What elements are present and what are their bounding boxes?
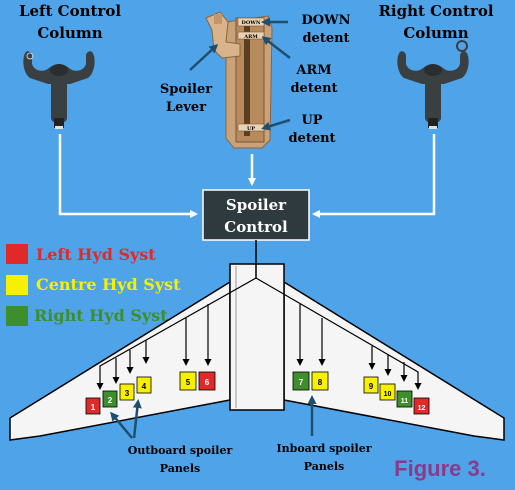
outboard-arrow-1	[110, 411, 133, 439]
panel-7-number: 7	[299, 378, 304, 387]
right-column-label-line1: Right Control	[378, 2, 493, 20]
spoiler-panel-1: 1	[85, 397, 101, 415]
spoiler-lever-arrow	[189, 43, 219, 71]
legend-label-right: Right Hyd Syst	[34, 306, 168, 325]
left-column-to-control-arrow	[58, 134, 198, 218]
spoiler-panel-6: 6	[198, 371, 216, 391]
spoiler-panel-9: 9	[363, 376, 379, 394]
spoiler-panel-3: 3	[119, 383, 135, 401]
outboard-label-line1: Outboard spoiler	[128, 444, 233, 457]
panel-10-number: 10	[384, 391, 392, 398]
panel-1-number: 1	[91, 403, 96, 412]
spoiler-panel-5: 5	[179, 371, 197, 391]
legend-label-left: Left Hyd Syst	[36, 245, 156, 264]
spoiler-panel-12: 12	[413, 397, 430, 415]
panel-3-number: 3	[125, 389, 130, 398]
spoiler-control-label-line2: Control	[224, 218, 288, 236]
down-detent-label-line1: DOWN	[301, 13, 350, 28]
right-wing	[283, 280, 505, 441]
legend-swatch-right	[6, 306, 28, 326]
spoiler-panel-11: 11	[396, 390, 413, 408]
legend-label-centre: Centre Hyd Syst	[36, 275, 181, 294]
right-column-label-line2: Column	[403, 24, 468, 42]
up-detent-label-line2: detent	[288, 131, 335, 146]
spoiler-panel-10: 10	[379, 383, 396, 401]
legend-swatch-left	[6, 244, 28, 264]
left-column-label-line2: Column	[37, 24, 102, 42]
legend-swatch-centre	[6, 275, 28, 295]
panel-11-number: 11	[401, 398, 409, 405]
panel-4-number: 4	[142, 382, 147, 391]
left-column-label-line1: Left Control	[19, 2, 121, 20]
right-distribution-lines	[255, 277, 422, 390]
spoiler-lever-label-line2: Lever	[166, 100, 206, 115]
right-column-to-control-arrow	[312, 134, 436, 218]
outboard-arrow-2	[132, 399, 142, 439]
panel-12-number: 12	[418, 405, 426, 412]
down-detent-label-line2: detent	[302, 31, 349, 46]
arm-detent-arrow	[261, 36, 291, 59]
outboard-label-line2: Panels	[160, 462, 200, 475]
spoiler-panel-7: 7	[292, 371, 310, 391]
panel-2-number: 2	[108, 396, 113, 405]
panel-8-number: 8	[318, 378, 323, 387]
panel-6-number: 6	[205, 378, 210, 387]
inboard-label-line2: Panels	[304, 460, 344, 473]
figure-label: Figure 3.	[394, 456, 486, 481]
spoiler-control-label-line1: Spoiler	[226, 196, 287, 214]
left-distribution-lines	[96, 277, 257, 390]
panel-5-number: 5	[186, 378, 191, 387]
panel-9-number: 9	[369, 382, 374, 391]
lever-down-mark: DOWN	[242, 20, 261, 26]
arm-detent-label-line2: detent	[290, 81, 337, 96]
inboard-label-line1: Inboard spoiler	[277, 442, 372, 455]
spoiler-panel-2: 2	[102, 390, 118, 408]
left-control-column-icon	[23, 51, 95, 129]
fuselage	[229, 263, 285, 411]
spoiler-lever-label-line1: Spoiler	[160, 82, 212, 97]
up-detent-arrow	[261, 118, 291, 131]
lever-arm-mark: ARM	[243, 34, 258, 40]
right-control-column-icon	[397, 40, 469, 129]
spoiler-panel-4: 4	[136, 376, 152, 394]
up-detent-label-line1: UP	[301, 113, 322, 128]
lever-up-mark: UP	[247, 126, 255, 132]
arm-detent-label-line1: ARM	[295, 63, 331, 78]
spoiler-panel-8: 8	[311, 371, 329, 391]
